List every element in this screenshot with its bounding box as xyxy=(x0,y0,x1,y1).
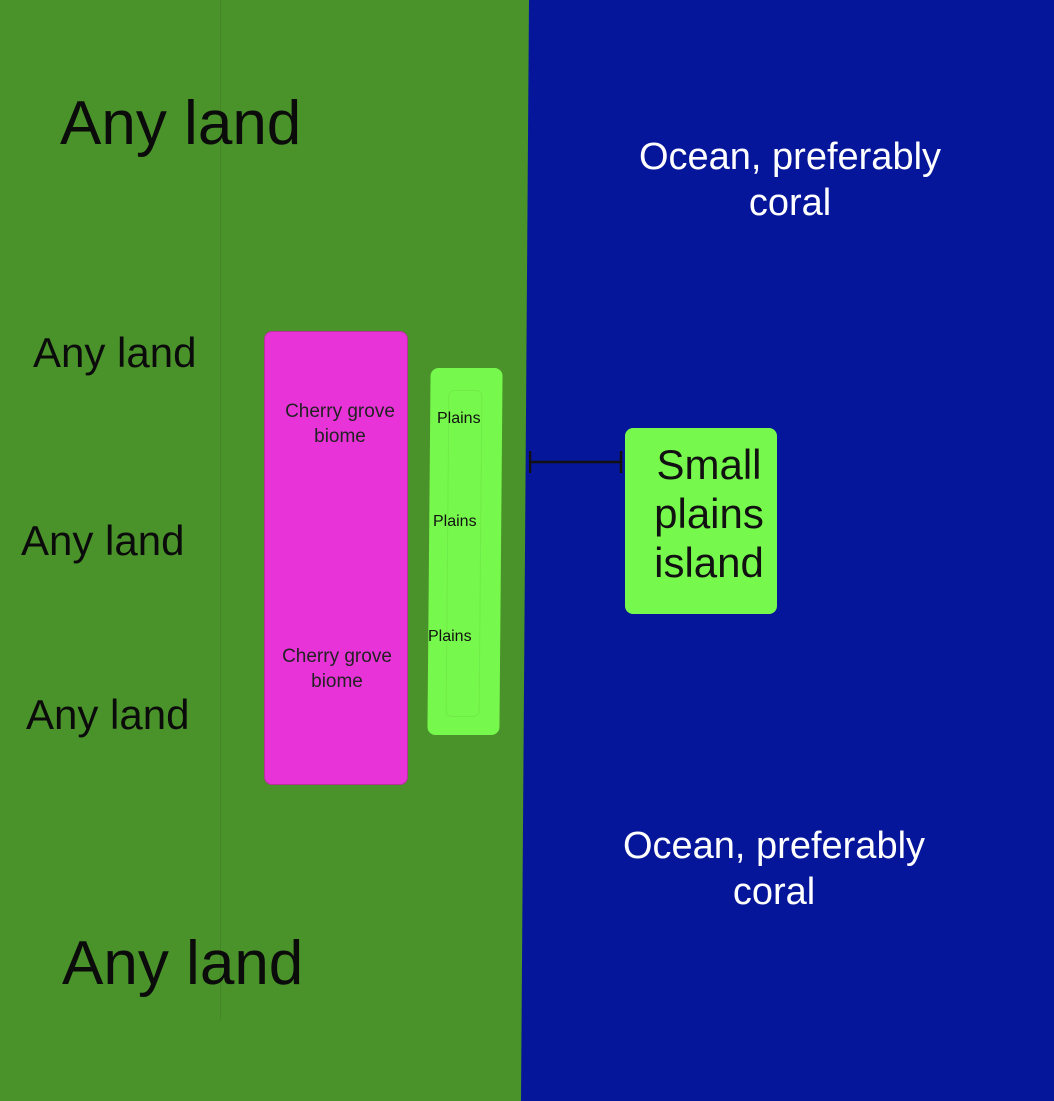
cherry-grove-label-top-line1: Cherry grove xyxy=(285,401,395,422)
island-label-line3: island xyxy=(654,539,764,586)
land-label-middle: Any land xyxy=(21,517,185,564)
cherry-grove-label-bottom-line1: Cherry grove xyxy=(282,646,392,667)
ocean-label-bottom-line1: Ocean, preferably xyxy=(622,825,926,867)
land-label-lower: Any land xyxy=(26,691,190,738)
plains-label-bottom: Plains xyxy=(428,628,472,645)
plains-strip-inner xyxy=(445,390,483,717)
land-label-top: Any land xyxy=(60,89,302,158)
ocean-label-top-line1: Ocean, preferably xyxy=(638,136,942,178)
land-label-bottom: Any land xyxy=(62,929,304,998)
ocean-label-top-line2: coral xyxy=(748,182,832,224)
island-label: Small plains island xyxy=(625,440,793,587)
island-label-line2: plains xyxy=(654,490,764,537)
small-plains-island: Small plains island xyxy=(625,428,777,614)
ocean-label-top: Ocean, preferably coral xyxy=(615,134,965,226)
distance-connector xyxy=(529,451,623,473)
plains-label-middle: Plains xyxy=(433,513,477,530)
cherry-grove-label-bottom: Cherry grove biome xyxy=(265,644,409,694)
ocean-label-bottom-line2: coral xyxy=(732,871,816,913)
cherry-grove-strip xyxy=(264,331,408,785)
faint-guide-line xyxy=(220,0,221,1020)
land-label-upper: Any land xyxy=(33,329,197,376)
ocean-label-bottom: Ocean, preferably coral xyxy=(599,823,949,915)
cherry-grove-label-top-line2: biome xyxy=(314,426,366,447)
island-label-line1: Small xyxy=(656,441,762,488)
cherry-grove-label-top: Cherry grove biome xyxy=(268,399,412,449)
cherry-grove-label-bottom-line2: biome xyxy=(311,671,363,692)
plains-label-top: Plains xyxy=(437,410,481,427)
